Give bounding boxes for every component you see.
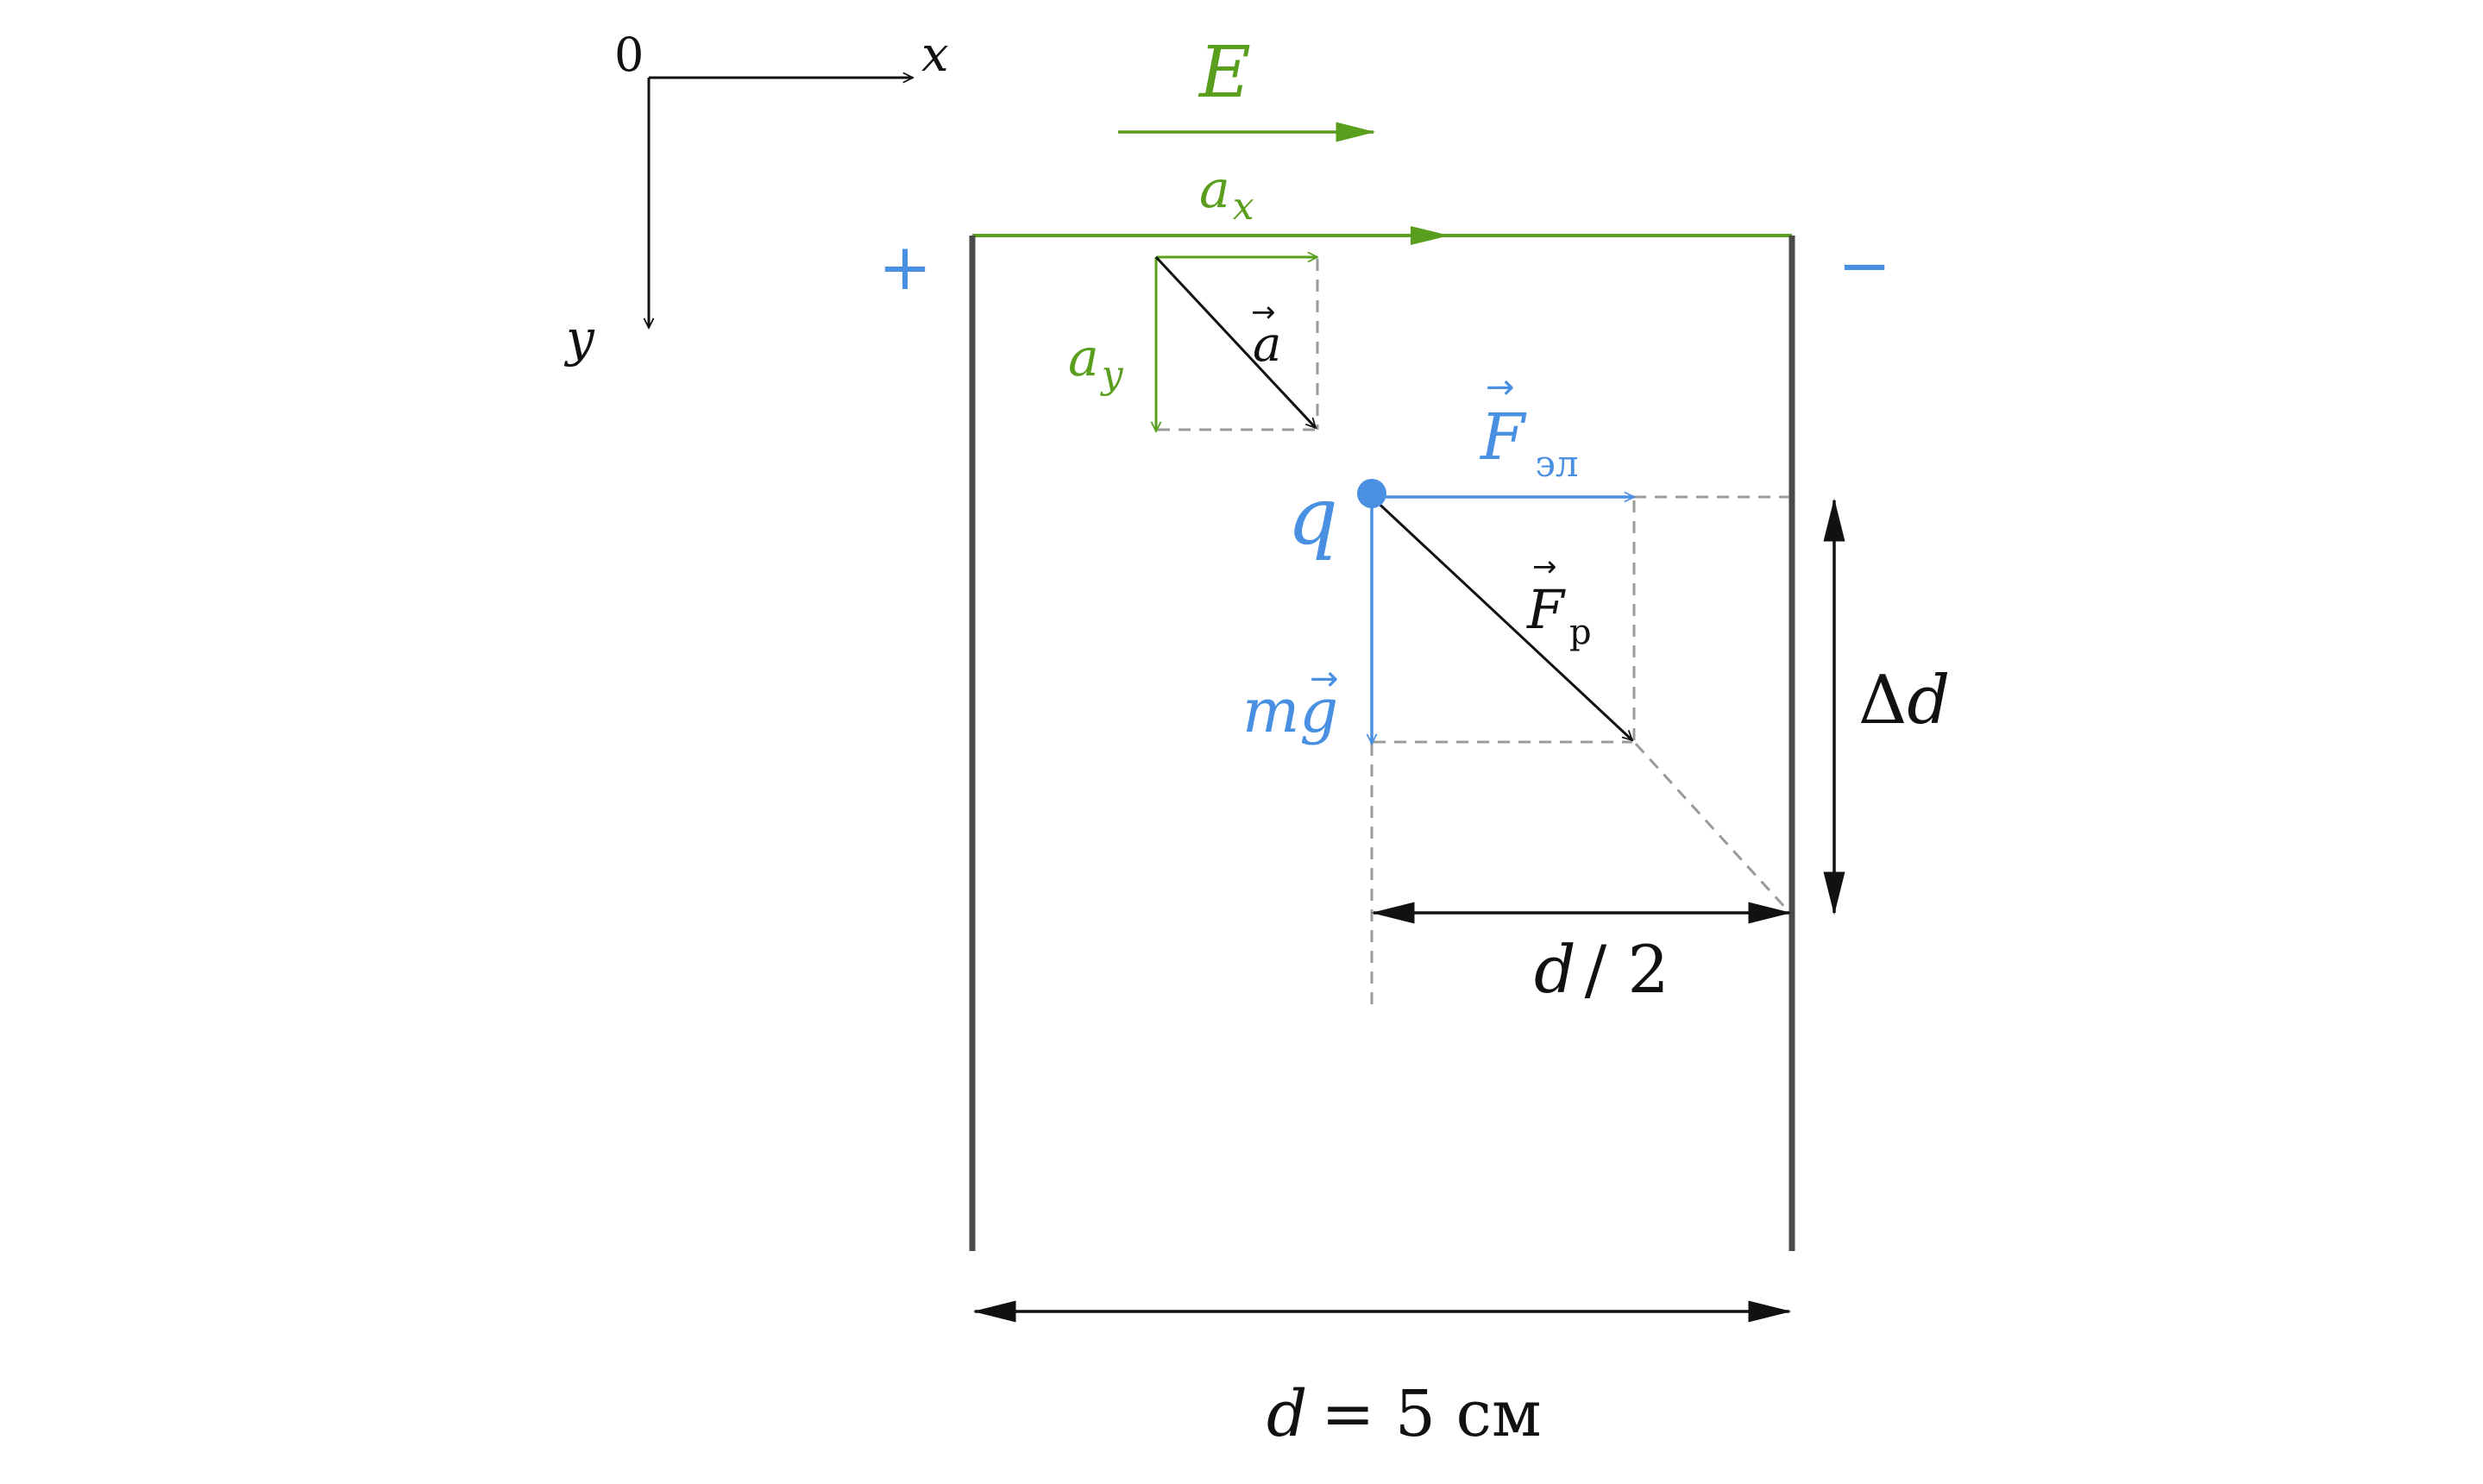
capacitor: + − — [878, 226, 1891, 1251]
a-vector — [1154, 255, 1316, 428]
a-vector-arrow: → — [1251, 295, 1276, 330]
delta-d-label: Δd — [1858, 662, 1950, 739]
ay-label: ay — [1068, 328, 1124, 397]
f-r-arrow: → — [1532, 550, 1557, 584]
f-r-vector — [1370, 495, 1632, 740]
mg-arrow: → — [1310, 659, 1339, 699]
top-line-arrowhead — [1411, 226, 1449, 245]
y-axis-label: y — [563, 309, 595, 368]
x-axis-label: x — [921, 27, 949, 83]
f-el-arrow: → — [1486, 368, 1515, 407]
field-label: E — [1197, 32, 1251, 114]
ax-label: ax — [1199, 160, 1254, 229]
positive-sign: + — [878, 230, 932, 305]
origin-label: 0 — [614, 28, 644, 82]
charge-dot — [1357, 479, 1386, 508]
acceleration-diagram: ax ay → a — [1068, 160, 1319, 431]
electric-field: E — [1118, 32, 1376, 142]
charge-label: q — [1287, 470, 1338, 563]
d-label: d= 5 см — [1267, 1377, 1542, 1451]
negative-sign: − — [1838, 229, 1891, 303]
mg-label: mg — [1242, 676, 1338, 746]
coordinate-axes: 0 x y — [563, 27, 949, 368]
trajectory-dash — [1634, 742, 1789, 912]
dimensions: Δd d/ 2 d= 5 см — [972, 498, 1950, 1451]
a-label: a — [1253, 317, 1281, 373]
half-d-label: d/ 2 — [1534, 931, 1669, 1008]
